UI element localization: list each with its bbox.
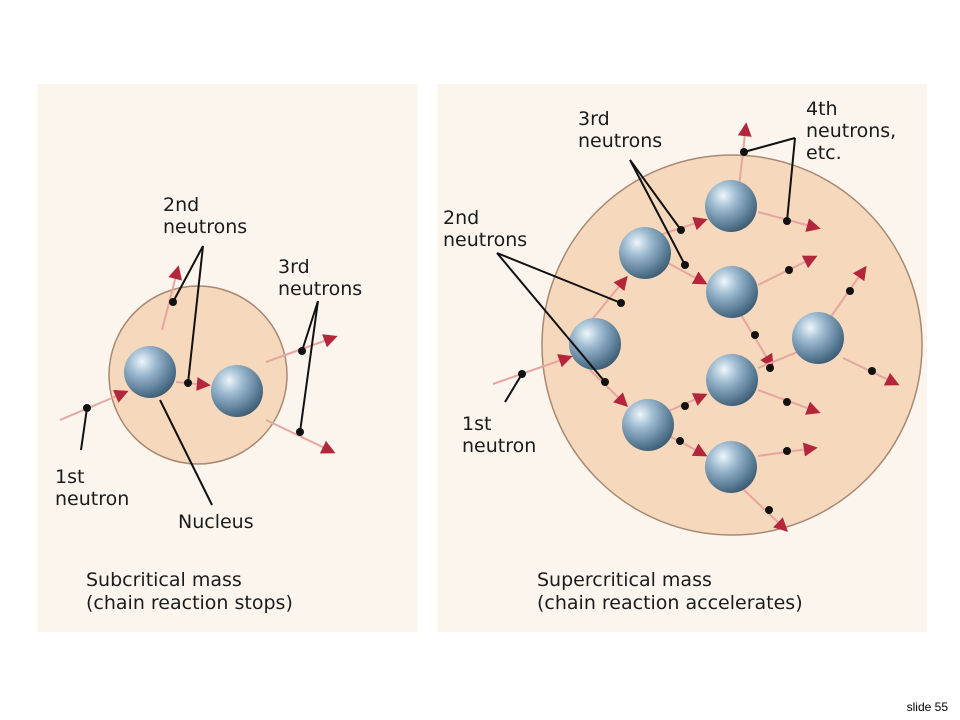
nucleus	[124, 346, 176, 398]
label-second-neutrons-super: 2nd neutrons	[443, 207, 528, 251]
nucleus	[569, 318, 621, 370]
nucleus	[706, 266, 758, 318]
supercritical-leader-lines	[496, 137, 796, 403]
label-nucleus: Nucleus	[178, 511, 254, 533]
nucleus	[705, 180, 757, 232]
subcritical-leader-lines	[80, 245, 319, 506]
nucleus	[619, 227, 671, 279]
label-third-neutrons-sub: 3rd neutrons	[278, 256, 363, 300]
nucleus	[706, 354, 758, 406]
nucleus	[211, 365, 263, 417]
slide-number: slide 55	[906, 700, 948, 714]
nucleus	[792, 312, 844, 364]
supercritical-nuclei	[569, 180, 844, 493]
label-first-neutron-super: 1st neutron	[462, 413, 537, 457]
label-third-neutrons-super: 3rd neutrons	[578, 108, 663, 152]
caption-supercritical: Supercritical mass (chain reaction accel…	[537, 569, 803, 614]
caption-subcritical: Subcritical mass (chain reaction stops)	[86, 569, 293, 614]
label-first-neutron-sub: 1st neutron	[55, 466, 130, 510]
nucleus	[622, 399, 674, 451]
nucleus	[705, 441, 757, 493]
label-fourth-neutrons: 4th neutrons, etc.	[806, 98, 897, 164]
label-second-neutrons-sub: 2nd neutrons	[163, 194, 248, 238]
